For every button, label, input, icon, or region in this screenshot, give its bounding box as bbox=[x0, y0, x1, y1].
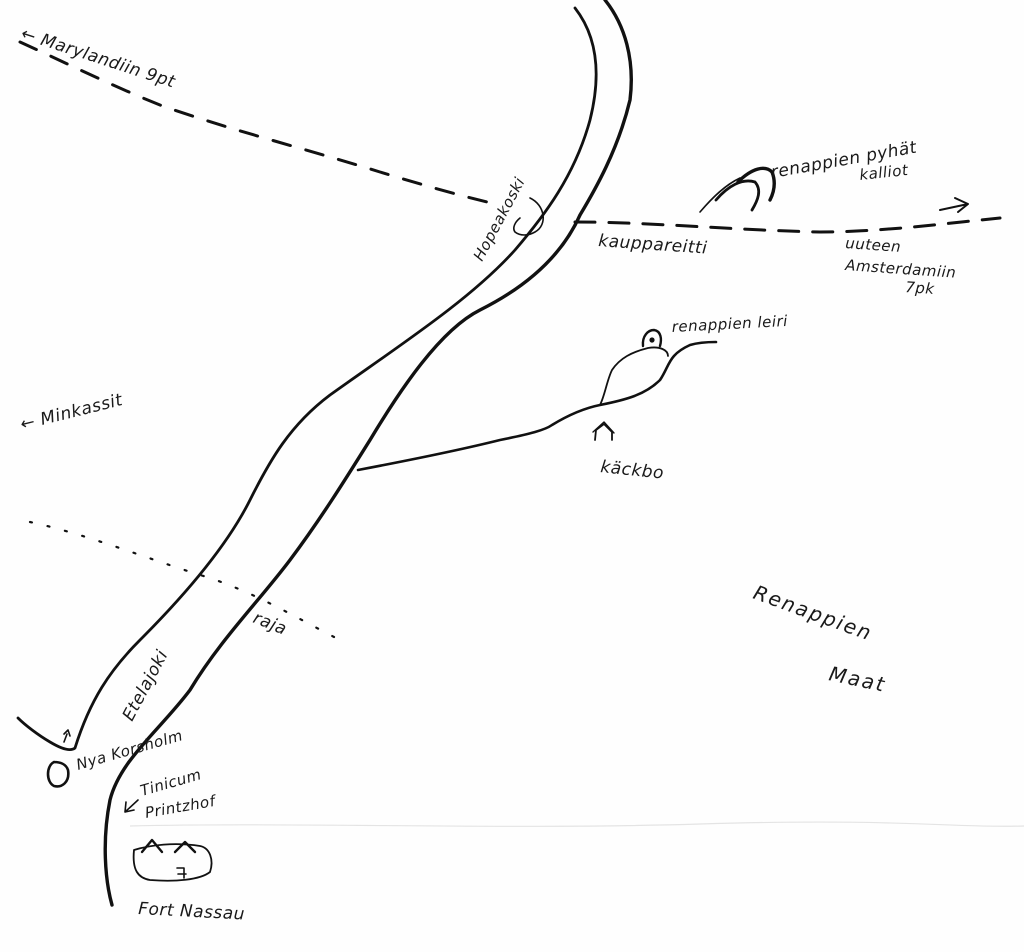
label-raja: raja bbox=[250, 608, 290, 639]
tributary-upper bbox=[599, 346, 669, 406]
mountain-icon bbox=[699, 166, 776, 213]
tent-icon bbox=[641, 328, 663, 348]
label-renappien-maat-line2: Maat bbox=[827, 661, 888, 696]
label-leiri: renappien leiri bbox=[671, 312, 788, 336]
route-maryland bbox=[18, 40, 502, 207]
label-kauppareitti: kauppareitti bbox=[598, 231, 708, 259]
label-etelajoki: Etelajoki bbox=[119, 647, 173, 725]
tinicum-arrow bbox=[124, 799, 139, 813]
label-pyhat-line2: kalliot bbox=[859, 161, 910, 184]
label-maryland: ← Marylandiin 9pt bbox=[18, 24, 178, 93]
label-amsterdam-line1: uuteen bbox=[845, 234, 902, 256]
fort-icon bbox=[132, 838, 213, 882]
route-kauppareitti bbox=[573, 216, 1002, 234]
tributary-lower bbox=[356, 340, 718, 472]
label-kackbo: käckbo bbox=[599, 457, 664, 484]
label-renappien-maat-line1: Renappien bbox=[750, 580, 876, 645]
label-amsterdam-line3: 7pk bbox=[905, 278, 936, 298]
hopeakoski-rapids bbox=[513, 197, 544, 236]
label-minkassit: ← Minkassit bbox=[18, 390, 125, 435]
label-nya-korsholm: Nya Korsholm bbox=[74, 726, 185, 774]
river-east-bank bbox=[103, 0, 633, 907]
border-raja bbox=[28, 520, 342, 642]
label-fort-nassau: Fort Nassau bbox=[138, 899, 246, 925]
paper-fold bbox=[129, 821, 1024, 827]
river-west-bank bbox=[16, 6, 598, 751]
route-arrow-head bbox=[939, 197, 969, 213]
house-icon bbox=[592, 421, 615, 441]
settlement-icon bbox=[46, 729, 71, 788]
label-amsterdam-line2: Amsterdamiin bbox=[844, 256, 957, 282]
